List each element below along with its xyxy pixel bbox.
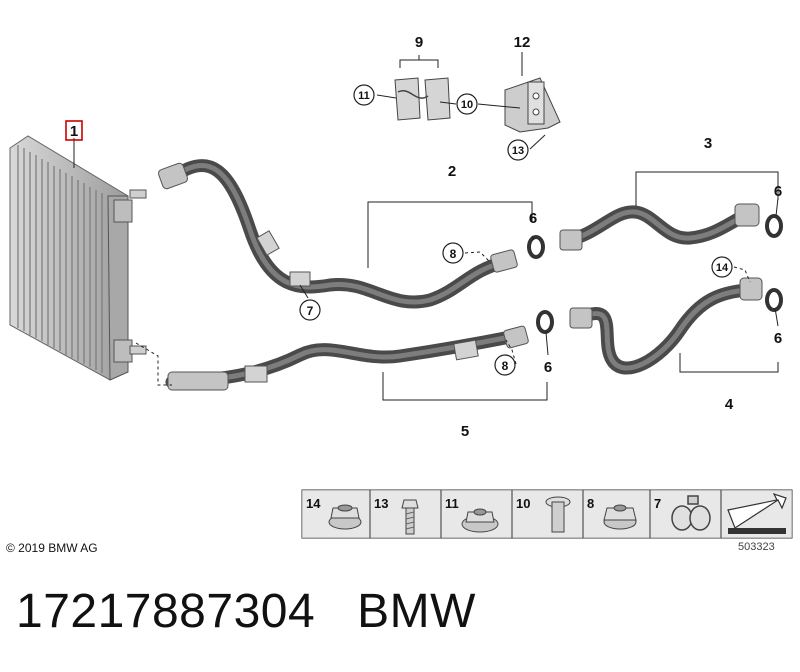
callout-6: 6: [774, 330, 782, 347]
footer-caption: 17217887304 BMW: [16, 584, 476, 639]
copyright-notice: © 2019 BMW AG: [6, 541, 98, 555]
bracket: [504, 77, 561, 133]
o-rings: [527, 214, 783, 334]
callout-11: 11: [358, 90, 370, 102]
legend-label: 10: [516, 496, 530, 511]
callout-13: 13: [512, 145, 524, 157]
legend-label: 7: [654, 496, 661, 511]
callout-12: 12: [514, 34, 531, 51]
legend-label: 11: [445, 496, 459, 511]
callout-4: 4: [725, 396, 734, 413]
callouts: 1 2 3 4 5 6 6 6 6 9 12 7 8 8 10 11 13 14: [65, 34, 782, 440]
diagram-id: 503323: [738, 541, 775, 553]
parts-diagram: 1 2 3 4 5 6 6 6 6 9 12 7 8 8 10 11 13 14: [9, 34, 793, 539]
washer-nut-icon: [461, 508, 499, 533]
hex-nut-icon: [603, 504, 637, 530]
callout-1-highlight: [65, 120, 83, 141]
callout-3: 3: [704, 135, 712, 152]
part-number: 17217887304: [16, 585, 316, 638]
callout-14: 14: [716, 262, 729, 274]
hose-clamp-icon: [671, 495, 711, 531]
right-lower-hose: [569, 277, 763, 375]
callout-5: 5: [461, 423, 469, 440]
callout-6: 6: [774, 183, 782, 200]
legend-label: 14: [306, 496, 321, 511]
flange-nut-icon: [328, 504, 362, 530]
upper-hose: [157, 159, 518, 309]
callout-9: 9: [415, 34, 423, 51]
rivet-icon: [545, 496, 571, 533]
legend-strip: 14 13 11 10 8: [301, 489, 793, 539]
callout-10: 10: [461, 99, 473, 111]
bolt-icon: [401, 499, 419, 535]
hose-holder: [394, 77, 451, 121]
arrow-icon: [727, 492, 787, 534]
lower-hose: [165, 325, 529, 391]
legend-label: 13: [374, 496, 388, 511]
legend-label: 8: [587, 496, 594, 511]
callout-8: 8: [450, 247, 457, 261]
callout-6: 6: [529, 210, 537, 227]
leader-lines: [73, 52, 779, 401]
callout-1: 1: [70, 123, 78, 140]
oil-cooler: [9, 135, 147, 381]
callout-7: 7: [307, 304, 314, 318]
brand-name: BMW: [357, 585, 476, 638]
callout-8: 8: [502, 359, 509, 373]
right-upper-hose: [559, 203, 760, 251]
callout-2: 2: [448, 163, 456, 180]
callout-6: 6: [544, 359, 552, 376]
